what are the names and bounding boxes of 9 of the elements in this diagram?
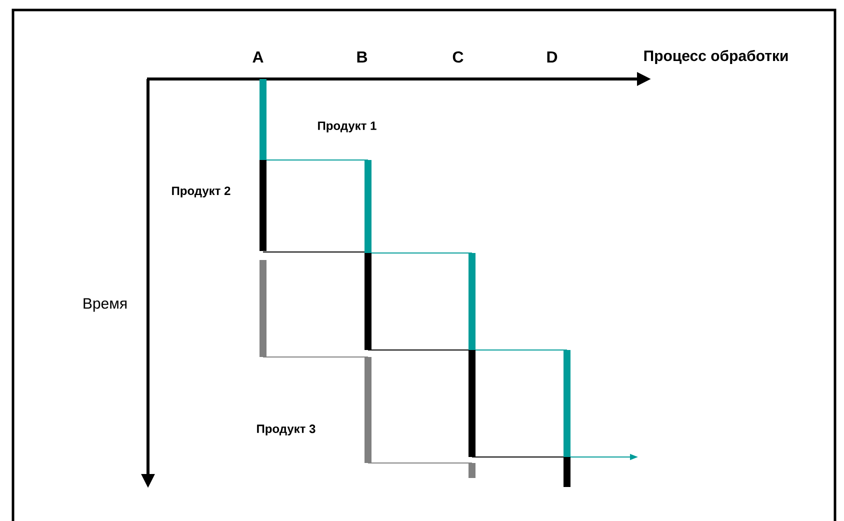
column-letter: D — [547, 52, 558, 62]
axis-label: Процесс обработки — [644, 50, 788, 64]
axis-label: Время — [84, 298, 127, 312]
column-letter: A — [252, 52, 264, 62]
product-label: Продукт 2 — [172, 186, 230, 198]
column-letter: B — [357, 52, 368, 62]
column-letter: C — [452, 51, 464, 63]
product-label: Продукт 1 — [318, 122, 376, 132]
product-label: Продукт 3 — [257, 424, 316, 436]
